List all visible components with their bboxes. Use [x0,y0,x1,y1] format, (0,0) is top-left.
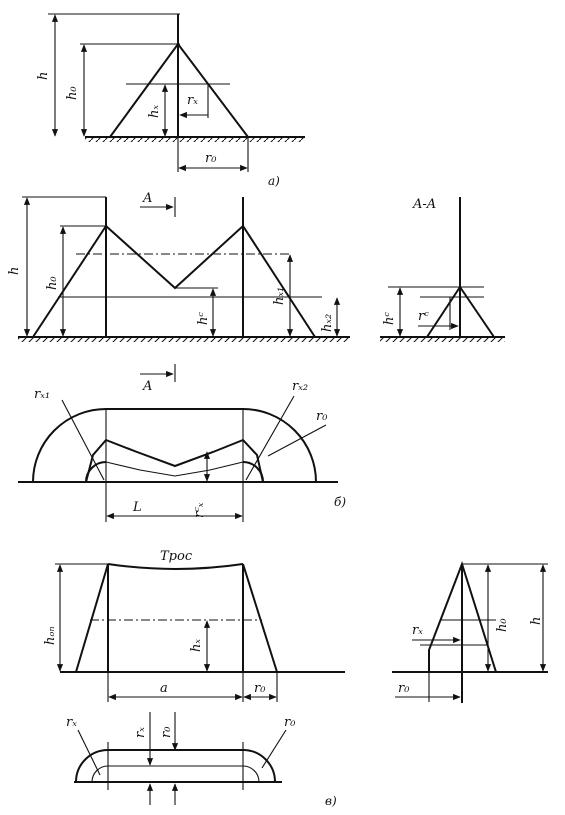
caption-a: a) [268,174,280,188]
outer-zone-boundary [32,408,317,483]
label-h: h [7,267,22,275]
plan-label-rx2: rₓ [133,727,148,738]
protection-zone-outline [32,224,316,338]
ground-hatch [380,337,505,342]
section-label-rc: rᶜ [418,309,429,324]
figure-v-cable-side-view: rₓ h₀ h r₀ [392,560,548,703]
label-a: a [160,681,168,696]
side-zone [428,560,497,673]
figure-b-section-a-a: A-A hᶜ rᶜ [380,197,505,342]
plan-label-r0b: r₀ [284,715,296,730]
label-h0: h₀ [45,276,60,290]
plan-label-r0: r₀ [159,726,174,738]
label-r0: r₀ [254,681,266,696]
ground-hatch [18,337,350,342]
plan-inner-boundary [91,765,260,783]
rx1-leader [61,399,105,481]
inner-zone-lower [105,461,244,477]
plan-rx-leader [77,729,101,776]
side-label-rx: rₓ [412,623,423,638]
zone-left-side [75,563,109,673]
section-title: A-A [412,197,436,212]
plan-r0-leader [261,729,287,769]
ground-hatch [85,137,305,142]
rx2-leader [245,395,295,481]
label-hx: hₓ [189,639,204,652]
caption-v: в) [325,794,337,808]
zone-right-side [242,563,278,673]
figure-b-double-rod-plan: rₓ₁ rₓ₂ r₀ rᶜₓ L б) [18,379,346,522]
section-label-hc: hᶜ [382,312,397,325]
label-hx1: hₓ₁ [272,287,287,305]
label-h: h [36,72,51,80]
label-h0: h₀ [65,86,80,100]
section-label-top: A [142,191,152,206]
label-hop: hₒₙ [43,626,58,645]
caption-b: б) [334,495,346,509]
figure-b-double-rod-elevation: A A h h₀ hᶜ hₓ₁ hₓ₂ [7,191,350,394]
label-r0: r₀ [316,409,328,424]
inner-zone-saddle [85,438,264,483]
label-rx: rₓ [187,93,198,108]
plan-label-rx: rₓ [66,715,77,730]
label-hc: hᶜ [196,312,211,325]
label-L: L [132,500,142,515]
r0-leader [267,424,327,457]
figure-v-cable-elevation: Трос hₒₙ hₓ a r₀ [43,549,345,702]
label-hx: hₓ [147,105,162,118]
side-label-h: h [529,617,544,625]
section-label-bottom: A [142,379,152,394]
label-rx2: rₓ₂ [292,379,308,394]
label-rcx: rᶜₓ [192,502,207,518]
label-r0: r₀ [205,151,217,166]
figure-v-cable-plan: rₓ rₓ r₀ r₀ в) [66,712,337,808]
figure-a-single-rod: h h₀ hₓ rₓ r₀ a) [36,13,305,188]
label-rx1: rₓ₁ [34,387,50,402]
label-hx2: hₓ₂ [320,314,335,332]
cable-line [107,563,244,570]
label-cable: Трос [160,549,193,564]
side-label-h0: h₀ [495,618,510,632]
side-label-r0: r₀ [398,681,410,696]
